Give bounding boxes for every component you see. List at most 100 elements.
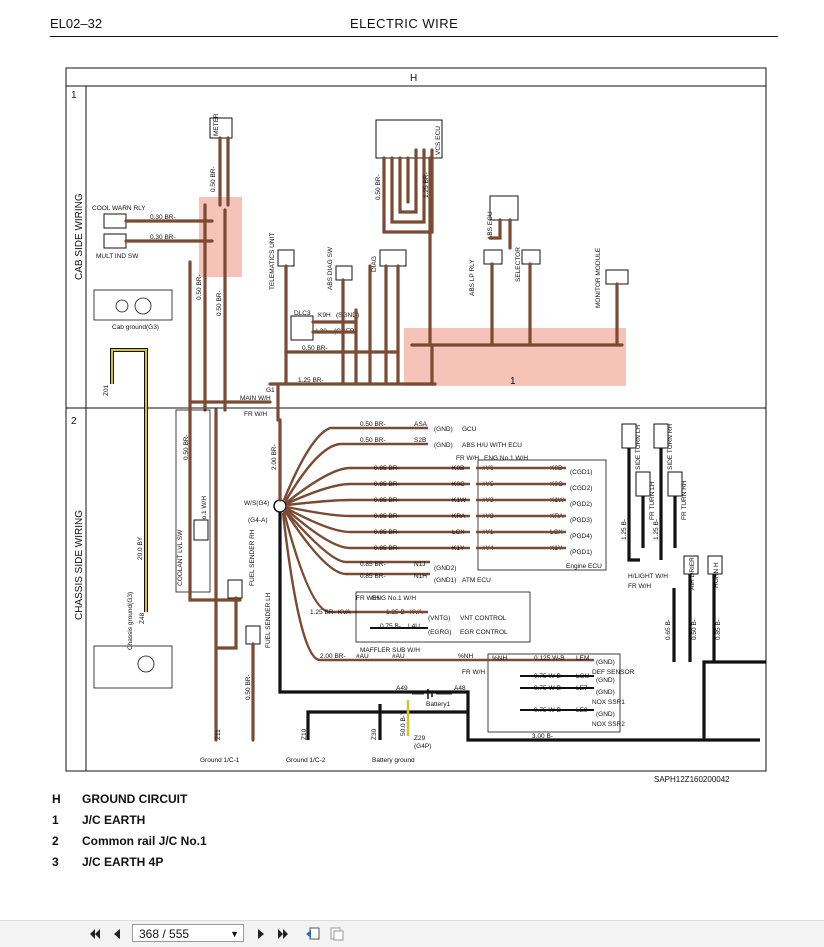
cool-warn-rly-label: COOL WARN RLY xyxy=(92,205,146,212)
svg-text:A49: A49 xyxy=(396,685,408,692)
back-view-button[interactable] xyxy=(304,925,322,943)
vcs-ecu-label: VCS ECU xyxy=(435,126,442,155)
svg-text:(G4P): (G4P) xyxy=(414,743,431,750)
next-page-icon xyxy=(258,929,264,939)
svg-text:0.85 B-: 0.85 B- xyxy=(715,619,722,640)
chassis-ground-label: Chassis ground(G3) xyxy=(127,592,134,650)
next-page-button[interactable] xyxy=(252,925,270,943)
svg-text:0.85 BR-: 0.85 BR- xyxy=(374,481,400,488)
svg-text:%NH: %NH xyxy=(458,653,473,660)
main-wh-label: MAIN W/H xyxy=(240,395,271,402)
first-page-button[interactable] xyxy=(86,925,104,943)
svg-text:0.85 BR-: 0.85 BR- xyxy=(374,545,400,552)
atm-ecu-label: ATM ECU xyxy=(462,577,491,584)
chevron-down-icon: ▼ xyxy=(230,929,239,939)
telematics-label: TELEMATICS UNIT xyxy=(269,233,276,290)
row-number-2: 2 xyxy=(71,416,77,427)
svg-text:S2B: S2B xyxy=(414,437,426,444)
svg-text:(GND): (GND) xyxy=(434,426,453,433)
svg-text:0.65 B-: 0.65 B- xyxy=(665,619,672,640)
svg-text:(PGD1): (PGD1) xyxy=(570,549,592,556)
svg-text:G1: G1 xyxy=(266,387,275,394)
svg-text:0.125 W-B: 0.125 W-B xyxy=(534,655,565,662)
svg-text:0.75 W-B: 0.75 W-B xyxy=(534,673,561,680)
ground-1c2-label: Ground 1/C-2 xyxy=(286,757,326,764)
svg-text:0.85 BR-: 0.85 BR- xyxy=(374,513,400,520)
svg-text:(CGD2): (CGD2) xyxy=(570,485,592,492)
engine-ecu-rows: 0.85 BR- 0.85 BR- 0.85 BR- 0.85 BR- 0.85… xyxy=(374,465,592,556)
row-label-chassis: CHASSIS SIDE WIRING xyxy=(74,510,85,620)
jc-highlight-right xyxy=(404,328,626,386)
legend: H GROUND CIRCUIT 1 J/C EARTH 2 Common ra… xyxy=(52,792,207,876)
last-page-button[interactable] xyxy=(274,925,292,943)
page-code: EL02–32 xyxy=(50,16,103,31)
atm-ecu-rows: 0.85 BR- 0.85 BR- N1J N1H (GND2) (GND1) … xyxy=(360,561,491,584)
legend-item: H GROUND CIRCUIT xyxy=(52,792,188,806)
svg-text:Z11: Z11 xyxy=(215,729,222,740)
svg-text:N1J: N1J xyxy=(414,561,426,568)
vnt-control-label: VNT CONTROL xyxy=(460,615,507,622)
svg-text:(G4-A): (G4-A) xyxy=(248,517,268,524)
svg-text:(PGD4): (PGD4) xyxy=(570,533,592,540)
prev-page-button[interactable] xyxy=(108,925,126,943)
svg-text:(PGD2): (PGD2) xyxy=(570,501,592,508)
ground-1c1-label: Ground 1/C-1 xyxy=(200,757,240,764)
svg-text:(GND1): (GND1) xyxy=(434,577,456,584)
page-header: EL02–32 ELECTRIC WIRE xyxy=(50,14,778,37)
horn-label: HORN H xyxy=(713,562,720,588)
engine-ecu-label: Engine ECU xyxy=(566,563,602,570)
monitor-label: MONITOR MODULE xyxy=(595,247,602,308)
abs-ecu-box xyxy=(489,195,519,221)
svg-text:ASA: ASA xyxy=(414,421,428,428)
svg-text:(GND): (GND) xyxy=(596,659,615,666)
h-light-wh-label: H/LIGHT W/H xyxy=(628,573,668,580)
selector-label: SELECTOR xyxy=(515,247,522,282)
svg-text:0.85 BR-: 0.85 BR- xyxy=(374,465,400,472)
svg-text:(GND): (GND) xyxy=(596,689,615,696)
air-drier-label: AIR DRIER xyxy=(689,557,696,590)
svg-text:0.50 BR-: 0.50 BR- xyxy=(183,434,190,460)
svg-text:LE8: LE8 xyxy=(576,707,588,714)
svg-text:FR W/H: FR W/H xyxy=(628,583,651,590)
column-heading: H xyxy=(410,73,417,84)
svg-text:%NH: %NH xyxy=(492,655,507,662)
svg-text:1.25 BR-: 1.25 BR- xyxy=(423,172,430,198)
svg-text:0.30 BR-: 0.30 BR- xyxy=(150,214,176,221)
legend-item: 3 J/C EARTH 4P xyxy=(52,855,164,869)
svg-text:L4U: L4U xyxy=(408,623,420,630)
svg-text:Z01: Z01 xyxy=(103,384,110,396)
svg-text:K1Y: K1Y xyxy=(452,545,465,552)
svg-text:(GND): (GND) xyxy=(434,442,453,449)
svg-text:1.25 BR-: 1.25 BR- xyxy=(310,609,336,616)
viewer-toolbar: 368 / 555 ▼ xyxy=(0,920,824,947)
svg-text:2.00 BR-: 2.00 BR- xyxy=(320,653,346,660)
egr-control-label: EGR CONTROL xyxy=(460,629,508,636)
svg-text:(PGD3): (PGD3) xyxy=(570,517,592,524)
svg-text:K1W: K1W xyxy=(452,497,467,504)
svg-text:MAFFLER SUB W/H: MAFFLER SUB W/H xyxy=(360,647,420,654)
diag-label: DIAG xyxy=(371,256,378,272)
svg-text:0.75 B-: 0.75 B- xyxy=(380,623,401,630)
ws-g4-label: W/S(G4) xyxy=(244,500,269,507)
svg-text:KRA: KRA xyxy=(452,513,466,520)
forward-view-icon xyxy=(330,927,344,941)
eng-no1-wh-right: ENG No.1 W/H xyxy=(484,455,528,462)
svg-text:1.25 B-: 1.25 B- xyxy=(653,519,660,540)
row-number-1: 1 xyxy=(71,90,77,101)
svg-text:(CGD1): (CGD1) xyxy=(570,469,592,476)
svg-text:2.00 BR-: 2.00 BR- xyxy=(271,444,278,470)
svg-text:KVA: KVA xyxy=(338,609,351,616)
svg-text:#AU: #AU xyxy=(356,653,369,660)
side-turn-rh-label: SIDE TURN RH xyxy=(667,424,674,470)
svg-text:1.25 B-: 1.25 B- xyxy=(621,519,628,540)
svg-text:(GND): (GND) xyxy=(596,711,615,718)
diagram-frame xyxy=(65,67,767,772)
back-view-icon xyxy=(306,927,320,940)
svg-text:20.0 BY: 20.0 BY xyxy=(137,536,144,560)
cab-ground-label: Cab ground(G3) xyxy=(112,324,159,331)
page-number-field[interactable]: 368 / 555 ▼ xyxy=(132,924,244,942)
svg-text:0.85 BR-: 0.85 BR- xyxy=(360,573,386,580)
forward-view-button[interactable] xyxy=(328,925,346,943)
fuel-sender-rh-label: FUEL SENDER RH xyxy=(249,529,256,586)
abs-diag-sw-label: ABS DIAG SW xyxy=(327,246,334,290)
